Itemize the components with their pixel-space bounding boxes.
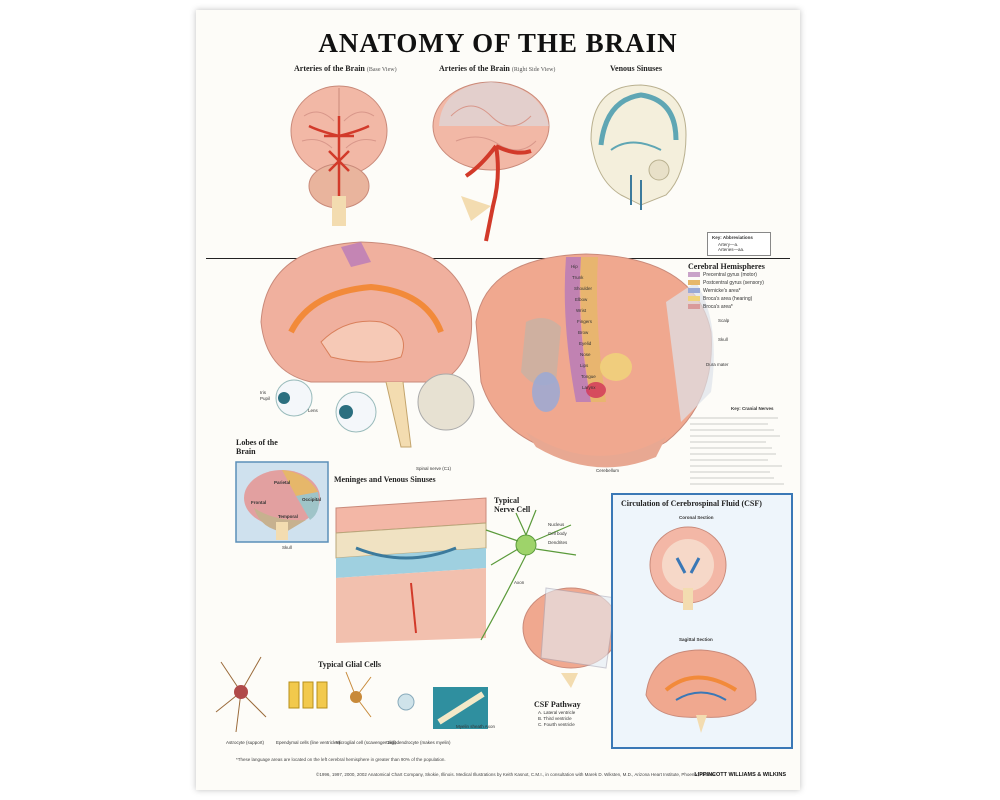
csf-circulation-heading: Circulation of Cerebrospinal Fluid (CSF) [621,499,762,508]
legend-label: Broca's area (hearing) [703,296,753,302]
gyrus-label-wrist: Wrist [576,308,587,313]
arteries-side-heading: Arteries of the Brain (Right Side View) [439,64,555,73]
lobes-illustration [235,461,329,543]
lobe-label-occipital: Occipital [302,497,322,502]
legend-label: Postcentral gyrus (sensory) [703,280,764,286]
csf-pathway-item-b: B. Third ventricle [538,716,572,721]
gyrus-label-nose: Nose [580,352,591,357]
glial-cells-illustration [215,656,488,733]
glial-caption-astrocyte: Astrocyte (support) [226,740,265,745]
label-cell-body: Cell body [548,531,567,536]
copyright: ©1996, 1997, 2000, 2002 Anatomical Chart… [316,772,716,777]
lateral-brain-illustration [475,253,714,468]
label-skull: Skull [718,337,728,342]
legend-label: Precentral gyrus (motor) [703,272,757,278]
midsagittal-brain-illustration [260,241,475,448]
section-divider [206,258,790,259]
nerve-cell-heading: Typical Nerve Cell [494,496,531,514]
legend-label: Wernicke's area* [703,288,741,294]
poster-title: ANATOMY OF THE BRAIN [318,28,678,58]
csf-circulation-panel: Circulation of Cerebrospinal Fluid (CSF)… [611,493,793,749]
label-cerebellum: Cerebellum [596,468,620,473]
legend-swatch [688,272,700,278]
abbreviations-key-title: Key: Abbreviations [712,235,753,240]
lobe-label-parietal: Parietal [274,480,291,485]
label-dura-mater: Dura mater [706,362,729,367]
glial-caption-ependymal: Ependymal cells (line ventricles) [276,740,341,745]
venous-sinuses-illustration [590,84,687,210]
csf-pathway-brain-illustration [522,587,620,688]
legend-swatch [688,296,700,302]
cranial-nerves-key-title: Key: Cranial Nerves [731,406,774,411]
abbreviation-arteries: Arteries—aa. [718,247,745,252]
venous-sinuses-heading: Venous Sinuses [610,64,662,73]
hemisphere-legend-item: Postcentral gyrus (sensory) [688,280,764,286]
sagittal-section-illustration [645,649,757,733]
arteries-side-view: (Right Side View) [511,67,556,73]
legend-label: Broca's area* [703,304,733,310]
label-pupil: Pupil [260,396,271,401]
label-nucleus: Nucleus [548,522,565,527]
hemisphere-legend-item: Precentral gyrus (motor) [688,272,757,278]
label-iris: Iris [260,390,266,395]
lobe-label-frontal: Frontal [251,500,267,505]
anatomy-poster: ANATOMY OF THE BRAIN Arteries of the Bra… [196,10,800,790]
glial-cells-heading: Typical Glial Cells [318,660,381,669]
csf-pathway-item-c: C. Fourth ventricle [538,722,575,727]
arteries-base-heading: Arteries of the Brain (Base View) [294,64,397,73]
csf-pathway-heading: CSF Pathway [534,700,581,709]
legend-swatch [688,304,700,310]
gyrus-label-elbow: Elbow [575,297,588,302]
legend-swatch [688,288,700,294]
label-scalp: Scalp [718,318,730,323]
sagittal-section-heading: Sagittal Section [679,637,713,642]
hemisphere-legend-item: Broca's area (hearing) [688,296,752,302]
lobes-heading: Lobes of the Brain [236,438,278,456]
footnote: *These language areas are located on the… [236,757,446,762]
arteries-side-title: Arteries of the Brain [439,64,510,73]
arteries-base-title: Arteries of the Brain [294,64,365,73]
legend-swatch [688,280,700,286]
coronal-section-illustration [649,526,727,610]
cranial-nerves-key-list [690,417,784,485]
label-meninges-skull: Skull [282,545,292,550]
eyeballs-illustration [275,379,377,433]
lobe-label-temporal: Temporal [278,514,298,519]
meninges-illustration [335,497,487,643]
glial-caption-oligodendrocyte: Oligodendrocyte (makes myelin) [386,740,451,745]
arteries-side-illustration [432,81,550,242]
glial-caption-myelin: Myelin sheath Axon [456,724,496,729]
gyrus-label-larynx: Larynx [582,385,596,390]
glial-caption-microglial: Microglial cell (scavenger cell) [336,740,397,745]
label-axon: Axon [514,580,525,585]
gyrus-label-brow: Brow [578,330,589,335]
label-spinal-nerve: Spinal nerve (C1) [416,466,452,471]
gyrus-label-hip: Hip [571,264,578,269]
abbreviations-key: Key: Abbreviations Artery—a. Arteries—aa… [707,232,771,256]
gyrus-label-trunk: Trunk [572,275,584,280]
nerve-cell-illustration [480,509,577,641]
csf-pathway-item-a: A. Lateral ventricle [538,710,576,715]
gyrus-label-tongue: Tongue [581,374,596,379]
label-dendrites: Dendrites [548,540,568,545]
publisher-logo-text: LIPPINCOTT WILLIAMS & WILKINS [694,772,786,778]
gyrus-label-fingers: Fingers [577,319,593,324]
hemisphere-legend-item: Broca's area* [688,304,733,310]
hemisphere-legend-item: Wernicke's area* [688,288,741,294]
gyrus-label-lips: Lips [580,363,589,368]
meninges-heading: Meninges and Venous Sinuses [334,475,436,484]
arteries-base-illustration [290,85,388,226]
abbreviation-artery: Artery—a. [718,242,739,247]
gyrus-label-eyelid: Eyelid [579,341,592,346]
cerebral-hemispheres-heading: Cerebral Hemispheres [688,262,765,271]
arteries-base-view: (Base View) [366,67,397,73]
gyrus-label-shoulder: Shoulder [574,286,593,291]
label-lens: Lens [308,408,318,413]
coronal-section-heading: Coronal Section [679,515,714,520]
